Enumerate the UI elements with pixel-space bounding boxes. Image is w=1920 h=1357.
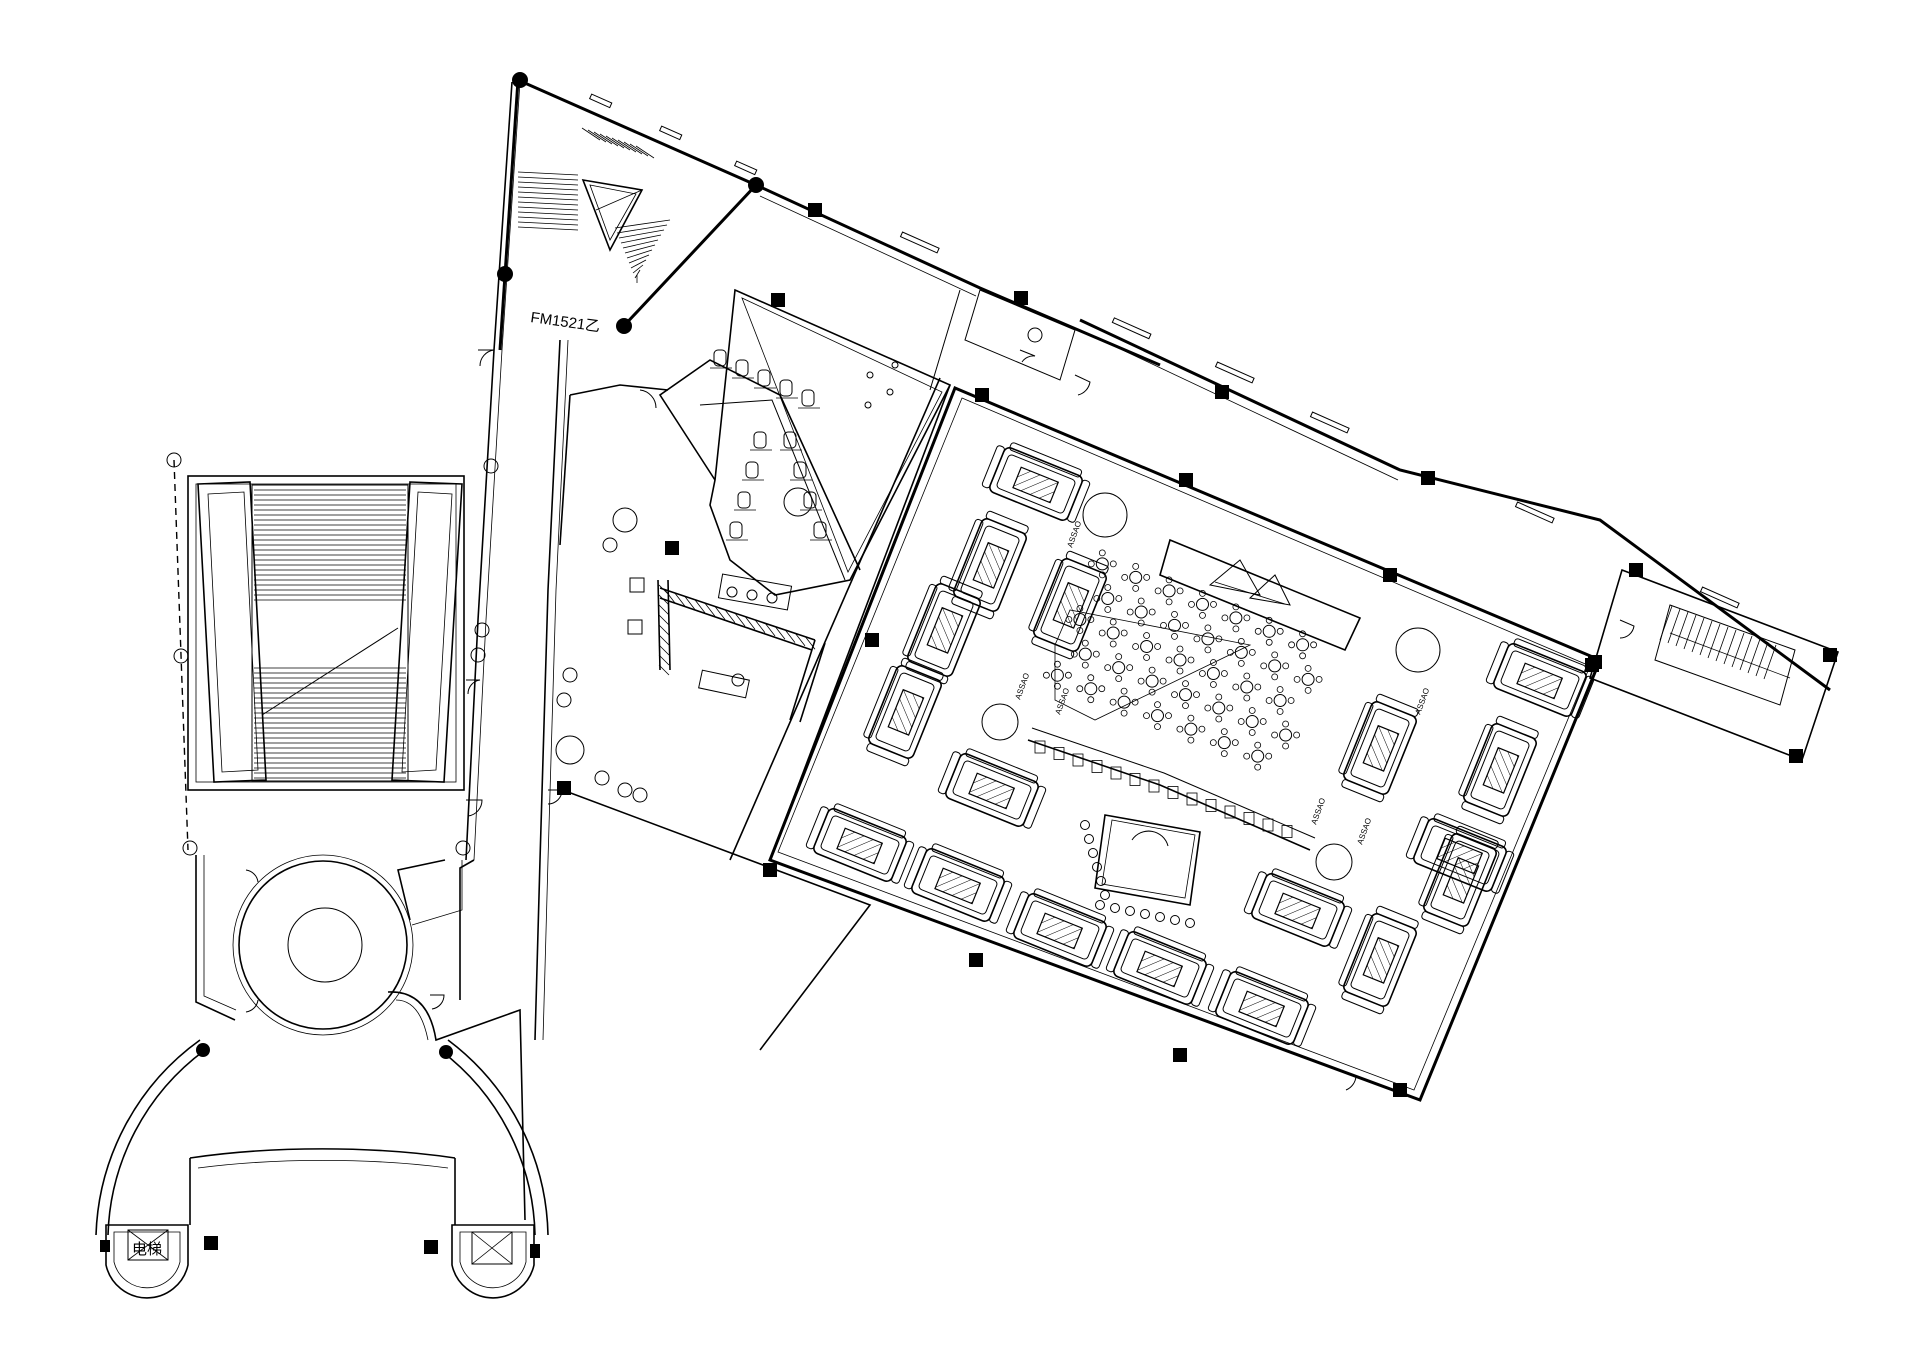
annex-room <box>964 289 1076 402</box>
stage-feature <box>1208 559 1291 606</box>
sofa-tag-3: ASSAO <box>1053 687 1071 716</box>
elevator-right <box>424 1224 540 1299</box>
bar-counter <box>1027 609 1316 928</box>
rotunda-lobby <box>95 854 549 1236</box>
elevator-left: 电梯 <box>100 1224 218 1299</box>
grand-staircase <box>251 484 409 782</box>
sofa-tag-2: ASSAO <box>1013 672 1031 701</box>
elevator-label: 电梯 <box>132 1241 162 1258</box>
main-lounge: ASSAO ASSAO ASSAO ASSAO ASSAO ASSAO <box>729 289 1602 1102</box>
east-stair <box>1589 568 1840 763</box>
reception <box>555 384 872 1051</box>
window-markers <box>588 93 1740 609</box>
stair-hall <box>166 452 486 856</box>
sofa-tag-6: ASSAO <box>1355 817 1373 846</box>
main-corridor <box>459 81 569 1041</box>
sofa-tag-4: ASSAO <box>1413 687 1431 716</box>
restroom-block <box>657 288 952 723</box>
sofa-tag-5: ASSAO <box>1309 797 1327 826</box>
door-code-label: FM1521乙 <box>529 309 601 336</box>
north-stair: FM1521乙 <box>497 72 764 351</box>
sofa-tag-1: ASSAO <box>1065 520 1083 549</box>
